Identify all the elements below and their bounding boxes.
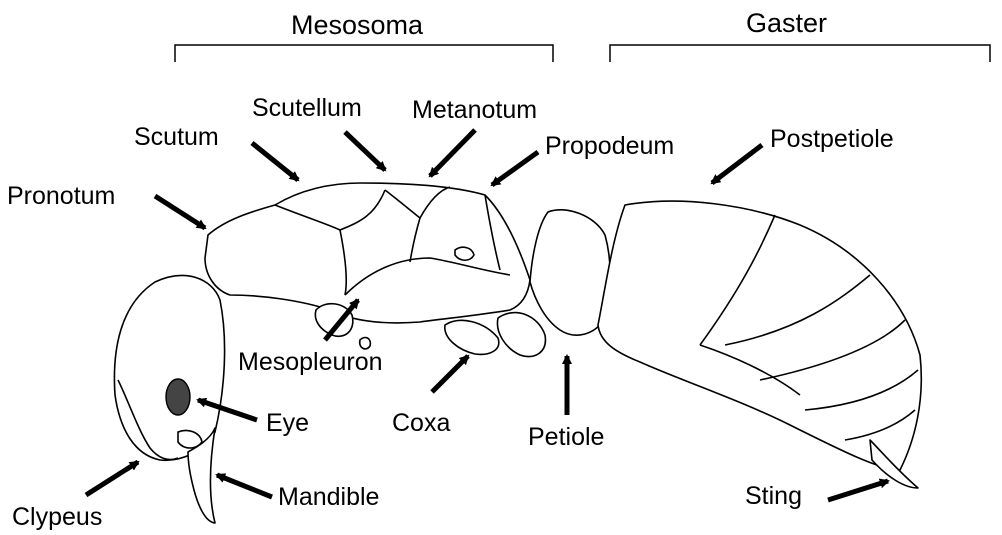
scutellum-label: Scutellum <box>252 96 362 121</box>
mesosoma-bracket <box>175 45 553 62</box>
mesosoma-group-label: Mesosoma <box>291 12 423 39</box>
gaster-bracket <box>610 45 990 62</box>
arrow-mandible <box>217 475 272 497</box>
postpetiole-label: Postpetiole <box>770 127 894 152</box>
compound-eye <box>166 379 190 415</box>
metanotum-label: Metanotum <box>412 98 537 123</box>
arrow-coxa <box>432 356 468 392</box>
arrow-metanotum <box>430 130 475 176</box>
hind-coxa <box>497 313 545 357</box>
petiole-node <box>530 210 610 335</box>
eye-label: Eye <box>266 411 309 436</box>
arrow-scutellum <box>345 132 385 170</box>
clypeus-label: Clypeus <box>12 505 102 530</box>
arrow-pronotum <box>155 196 205 228</box>
scutum-label: Scutum <box>134 125 219 150</box>
mesosoma-outline <box>205 183 530 323</box>
pronotum-label: Pronotum <box>7 184 115 209</box>
arrow-sting <box>828 481 888 500</box>
spiracle <box>455 247 474 260</box>
mid-coxa <box>445 320 499 354</box>
mandible-label: Mandible <box>278 485 379 510</box>
petiole-label: Petiole <box>528 425 604 450</box>
gaster-group-label: Gaster <box>746 10 827 37</box>
arrow-propodeum <box>492 152 538 185</box>
mesopleuron-label: Mesopleuron <box>238 350 383 375</box>
arrow-scutum <box>252 143 298 180</box>
arrow-postpetiole <box>712 145 762 183</box>
coxa-label: Coxa <box>392 411 450 436</box>
propodeum-label: Propodeum <box>545 134 674 159</box>
sting-label: Sting <box>745 484 802 509</box>
arrow-clypeus <box>86 462 138 495</box>
head-capsule <box>114 276 224 461</box>
